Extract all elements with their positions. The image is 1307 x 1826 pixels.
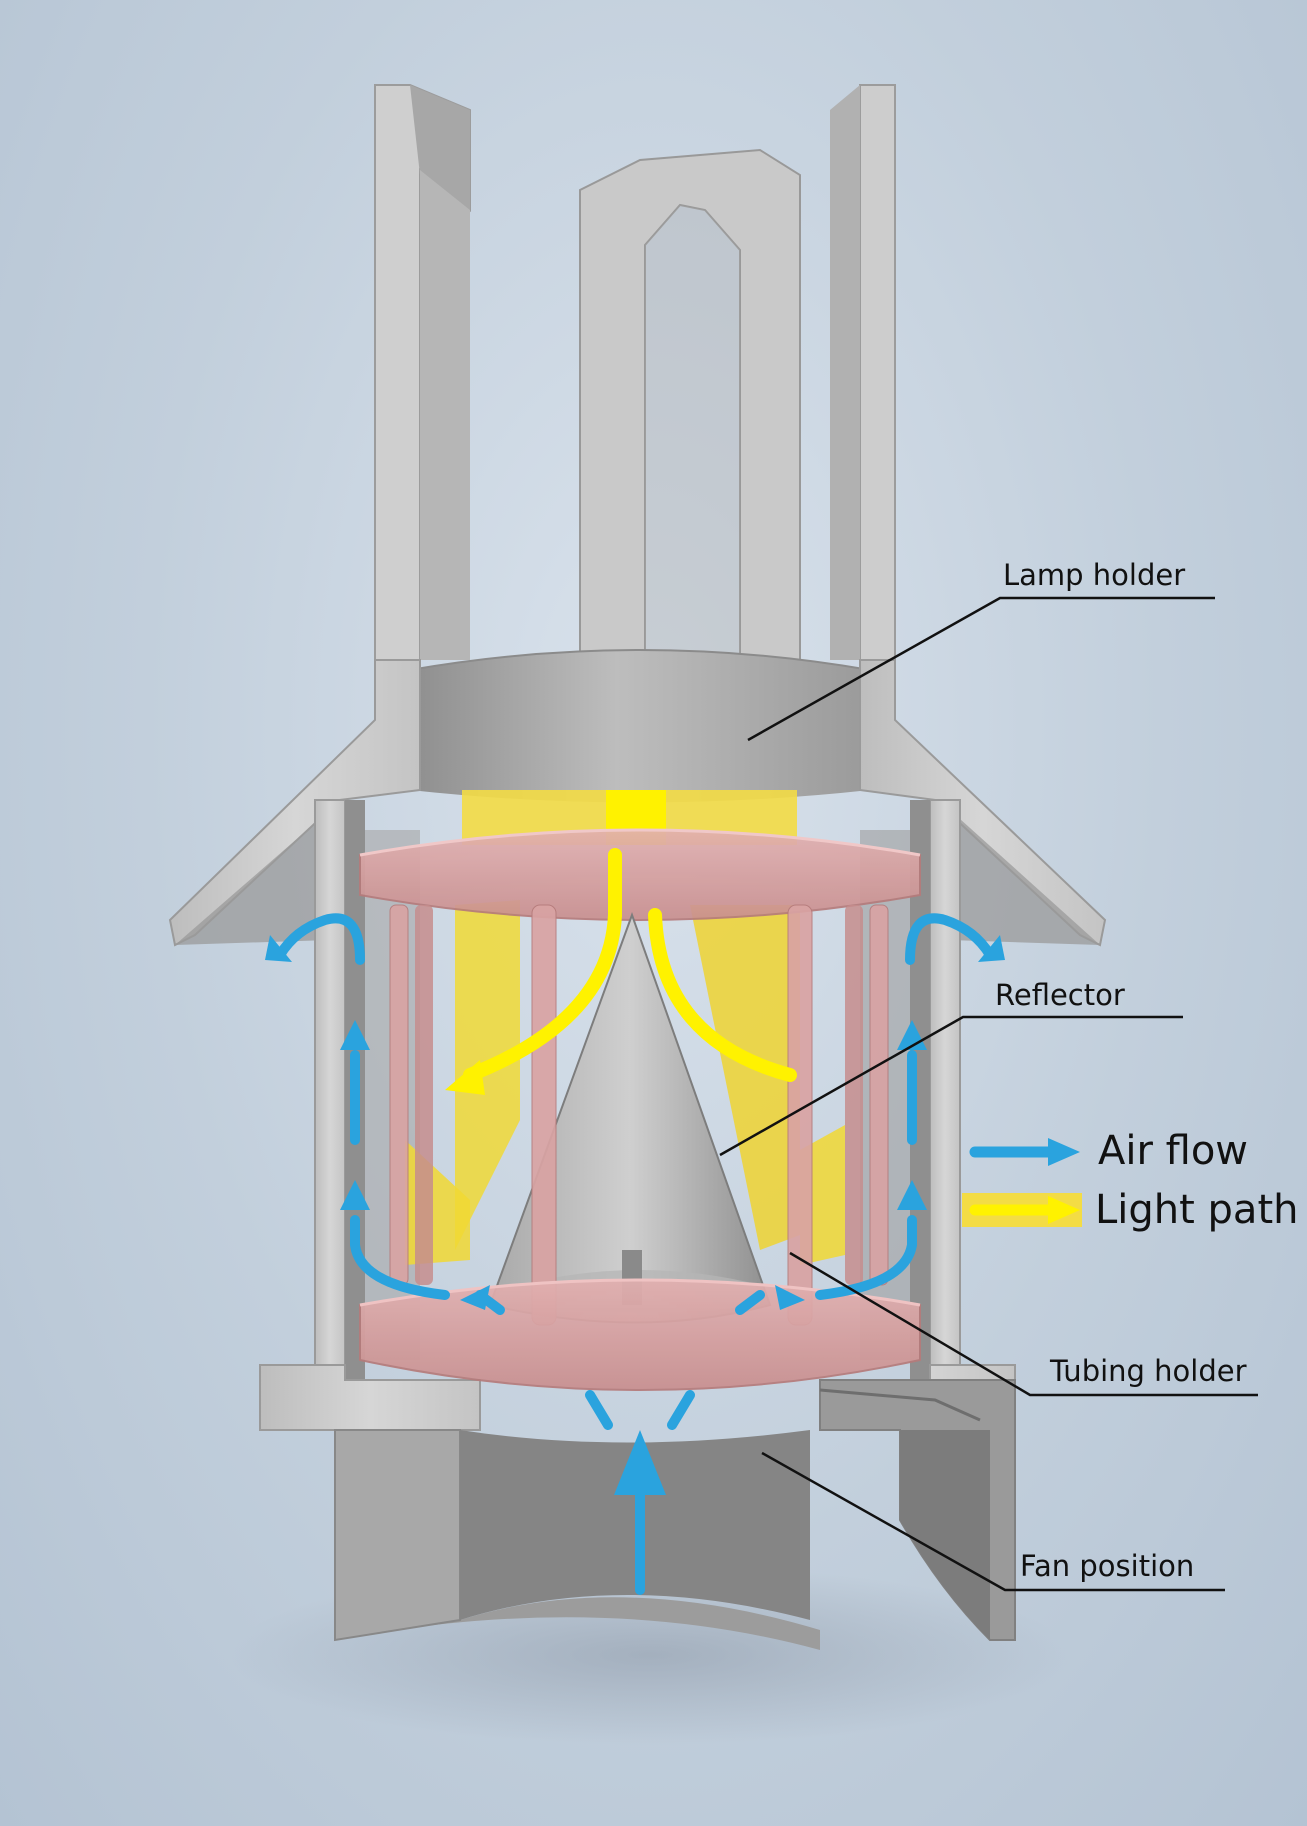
reflector-label: Reflector xyxy=(995,978,1125,1012)
lamp-holder-label: Lamp holder xyxy=(1003,558,1185,592)
legend-swatches xyxy=(962,1138,1082,1227)
tubing-holder-label: Tubing holder xyxy=(1050,1354,1247,1388)
tubing-holder-part xyxy=(360,830,920,920)
lamp-holder-part xyxy=(375,85,895,803)
legend-light-path-label: Light path xyxy=(1095,1187,1298,1233)
air-flow-swatch xyxy=(975,1138,1080,1166)
fan-position-label: Fan position xyxy=(1020,1549,1194,1583)
legend-air-flow-label: Air flow xyxy=(1098,1128,1248,1174)
light-path-swatch xyxy=(962,1193,1082,1227)
